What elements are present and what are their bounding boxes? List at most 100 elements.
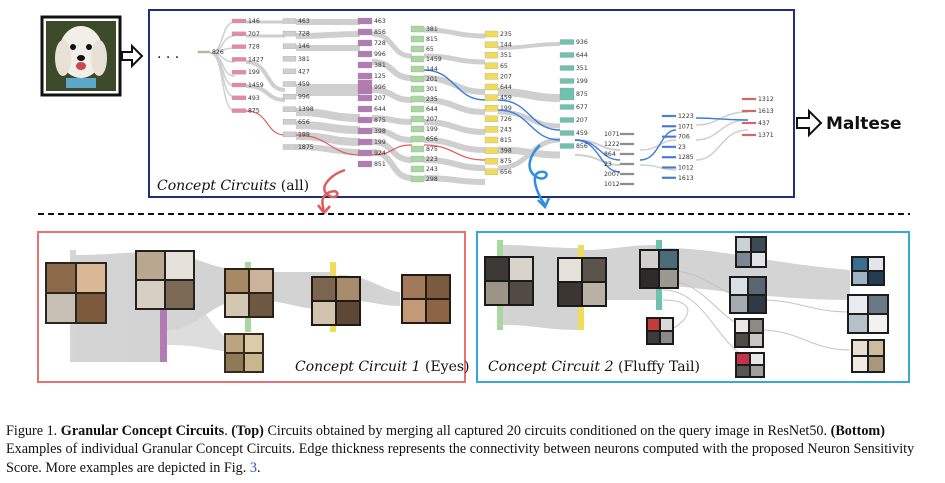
circuit-node-col4-3	[410, 55, 425, 63]
circuit-node-label-col4-12: 875	[426, 146, 438, 153]
circuit-node-label-col5-7: 199	[500, 105, 512, 112]
circuit-node-col3-3	[357, 50, 373, 58]
circuit-node-label-col1-6: 493	[248, 95, 260, 102]
circuit-node-col1-2	[231, 44, 247, 49]
highlight-blue-circuit	[423, 69, 749, 173]
circuit-node-col3-10	[357, 127, 373, 135]
circuit-node-label-col8-2: 706	[678, 134, 690, 141]
circuit-node-col4-10	[410, 125, 425, 133]
caption-top-text: Circuits obtained by merging all capture…	[263, 423, 831, 439]
circuit-node-col9-1	[741, 109, 757, 113]
circuit-node-col1-1	[231, 31, 247, 36]
circuit-node-label-col4-13: 223	[426, 156, 438, 163]
circuit-node-label-col4-4: 144	[426, 66, 438, 73]
circuit-node-label-col3-10: 398	[374, 128, 386, 135]
blue-squiggle-arrow-icon	[528, 144, 551, 210]
circuit-node-label-col3-0: 463	[374, 18, 386, 25]
query-dots: . . .	[157, 46, 179, 62]
circuit-node-label-col4-7: 235	[426, 96, 438, 103]
circuit-node-col6-2	[559, 65, 575, 71]
circuit2-image-grid-5	[735, 236, 767, 268]
circuit-node-label-col6-6: 207	[576, 117, 588, 124]
circuit-node-label-col1-1: 707	[248, 31, 260, 38]
caption-bottom-text: Examples of individual Granular Concept …	[6, 441, 915, 476]
circuit-node-label-col3-2: 728	[374, 40, 386, 47]
circuit-node-label-col4-1: 815	[426, 36, 438, 43]
circuit-node-col7-4	[619, 172, 635, 176]
circuit-node-label-col6-8: 856	[576, 143, 588, 150]
circuit2-image-grid-4	[646, 317, 674, 345]
circuit-node-col3-13	[357, 160, 373, 168]
circuit-node-label-col4-5: 201	[426, 76, 438, 83]
circuit-node-label-col3-7: 207	[374, 95, 386, 102]
circuit-node-col4-6	[410, 85, 425, 93]
circuit-node-col4-14	[410, 165, 425, 173]
circuit-node-label-col7-1: 1222	[604, 141, 620, 148]
circuit-node-label-col2-10: 1875	[298, 144, 314, 151]
circuit-node-label-col4-9: 207	[426, 116, 438, 123]
circuit2-image-grid-7	[734, 318, 764, 348]
circuit-node-col1-4	[231, 70, 247, 75]
circuit-node-label-col2-5: 459	[298, 81, 310, 88]
circuit-node-label-col3-13: 851	[374, 161, 386, 168]
circuit-node-label-col2-9: 199	[298, 131, 310, 138]
circuit-node-col6-8	[559, 143, 575, 149]
caption-figure-ref-link[interactable]: 3	[249, 459, 257, 476]
circuit-node-label-col7-3: 23	[604, 161, 612, 168]
circuit-node-col0-0	[197, 50, 211, 54]
circuit-node-label-col3-6: 996	[374, 84, 386, 91]
circuit-node-col2-2	[282, 43, 297, 49]
caption-end: .	[256, 459, 261, 476]
circuit-node-label-col2-2: 146	[298, 43, 310, 50]
circuit-node-col3-5	[357, 72, 373, 80]
circuit-node-col7-5	[619, 182, 635, 186]
circuit-node-label-col5-4: 207	[500, 73, 512, 80]
circuit2-image-grid-11	[851, 339, 885, 373]
circuit-node-col5-2	[484, 52, 499, 59]
output-label: Maltese	[826, 114, 902, 134]
circuit-node-label-col1-2: 728	[248, 44, 260, 51]
circuit-node-col7-1	[619, 142, 635, 146]
circuit-node-col4-8	[410, 105, 425, 113]
circuit-node-col2-8	[282, 119, 297, 125]
circuit-node-col3-0	[357, 17, 373, 25]
highlight-red-circuit	[245, 110, 486, 161]
circuit-node-col1-7	[231, 108, 247, 113]
circuit-node-label-col4-2: 65	[426, 46, 434, 53]
circuit-node-col7-3	[619, 162, 635, 166]
circuit-node-col8-6	[661, 176, 677, 179]
circuit-node-label-col1-5: 1459	[248, 82, 264, 89]
circuit-nodes: 8261467077281427199145949387546372814638…	[197, 17, 774, 188]
circuit-node-label-col5-10: 815	[500, 137, 512, 144]
circuit-node-col8-3	[661, 145, 677, 149]
circuit2-image-grid-1	[484, 256, 534, 306]
circuit-node-col3-8	[357, 105, 373, 113]
circuit-node-label-col4-10: 199	[426, 126, 438, 133]
circuit1-image-grid-1	[45, 262, 107, 324]
circuit-node-label-col3-8: 644	[374, 106, 386, 113]
circuit-node-label-col5-3: 65	[500, 63, 508, 70]
figure: . . .	[37, 9, 910, 383]
circuit-node-col3-2	[357, 39, 373, 47]
circuit-node-label-col5-0: 235	[500, 31, 512, 38]
circuit-node-col2-6	[282, 93, 297, 100]
circuit-node-col8-5	[661, 166, 677, 169]
circuit1-title: Concept Circuit 1 (Eyes)	[295, 359, 470, 375]
circuit-node-col3-6	[357, 79, 373, 95]
circuit-node-label-col6-0: 936	[576, 39, 588, 46]
circuit1-image-grid-2	[135, 250, 195, 310]
circuit-node-col5-6	[484, 94, 499, 101]
circuit-node-label-col2-7: 1398	[298, 106, 314, 113]
circuit-node-label-col8-6: 1613	[678, 175, 694, 182]
caption-fig-label: Figure 1.	[6, 423, 58, 439]
circuit-node-col1-6	[231, 95, 247, 100]
circuit-node-label-col5-11: 398	[500, 148, 512, 155]
caption-top-label: (Top)	[231, 423, 264, 439]
circuit-node-label-col6-5: 677	[576, 104, 588, 111]
circuit-node-label-col5-5: 644	[500, 84, 512, 91]
circuit-node-label-col1-7: 875	[248, 108, 260, 115]
circuit-node-label-col2-4: 427	[298, 68, 310, 75]
circuit-node-col4-2	[410, 45, 425, 53]
circuit-links	[209, 18, 749, 185]
circuit-node-label-col5-6: 459	[500, 95, 512, 102]
